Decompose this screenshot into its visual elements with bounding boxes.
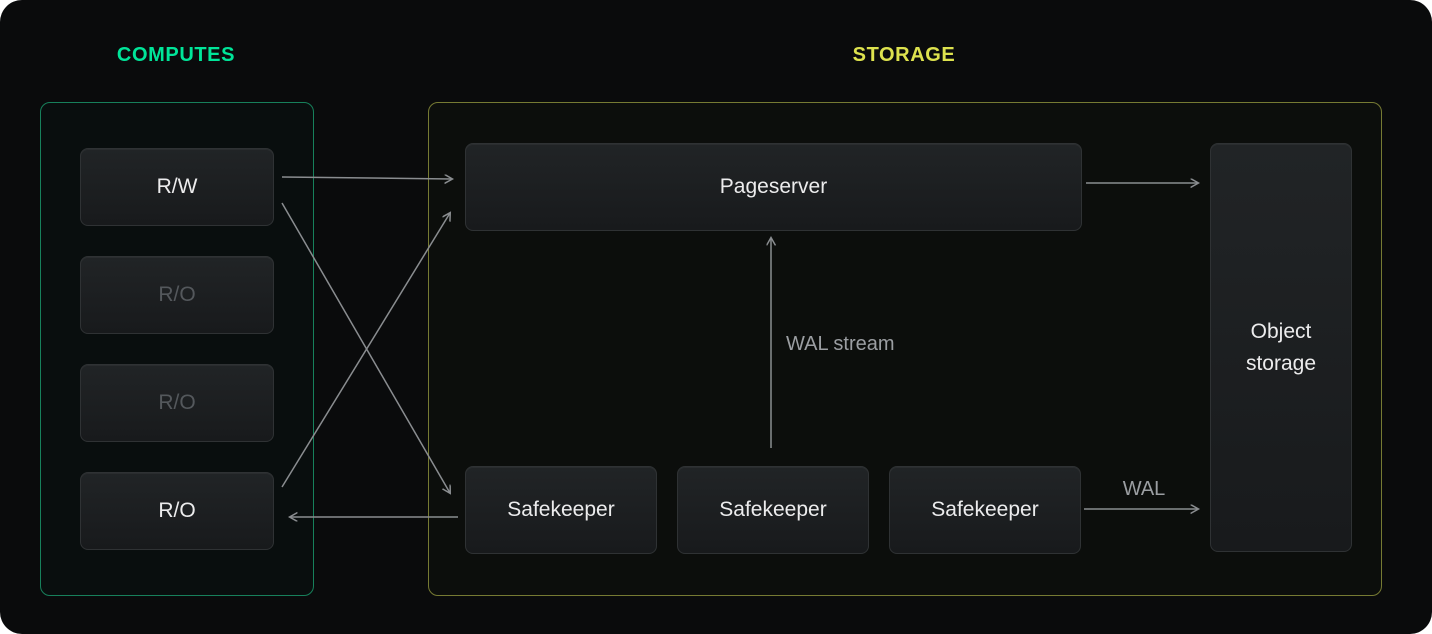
wal-label: WAL [1122, 478, 1166, 500]
compute-node-ro-1: R/O [80, 256, 274, 334]
compute-node-rw: R/W [80, 148, 274, 226]
compute-node-label: R/O [158, 499, 196, 522]
storage-group-title: STORAGE [852, 44, 956, 66]
safekeeper-node-3: Safekeeper [889, 466, 1081, 554]
safekeeper-label: Safekeeper [719, 498, 827, 521]
compute-node-ro-3: R/O [80, 472, 274, 550]
pageserver-node: Pageserver [465, 143, 1082, 231]
compute-node-label: R/O [158, 391, 196, 414]
safekeeper-node-2: Safekeeper [677, 466, 869, 554]
pageserver-label: Pageserver [719, 175, 828, 198]
safekeeper-label: Safekeeper [931, 498, 1039, 521]
object-storage-node: Object storage [1210, 143, 1352, 552]
compute-node-label: R/W [156, 175, 198, 198]
wal-stream-label: WAL stream [786, 333, 895, 355]
computes-group-title: COMPUTES [116, 44, 236, 66]
safekeeper-node-1: Safekeeper [465, 466, 657, 554]
compute-node-label: R/O [158, 283, 196, 306]
compute-node-ro-2: R/O [80, 364, 274, 442]
object-storage-label: Object storage [1245, 320, 1317, 375]
safekeeper-label: Safekeeper [507, 498, 615, 521]
